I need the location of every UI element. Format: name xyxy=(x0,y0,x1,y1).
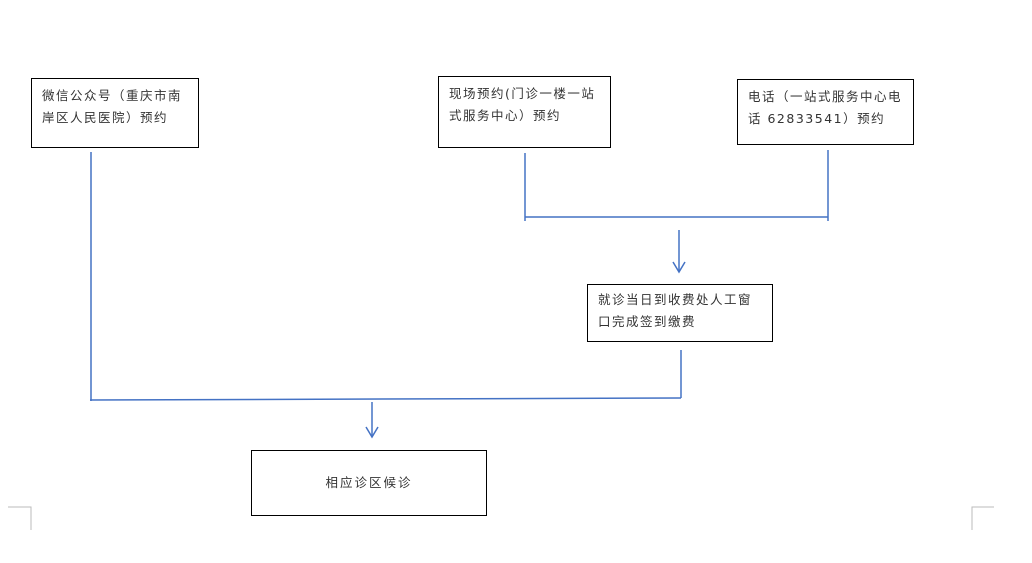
node-checkin-payment: 就诊当日到收费处人工窗口完成签到缴费 xyxy=(587,284,773,342)
node-wait-text: 相应诊区候诊 xyxy=(325,475,413,490)
node-phone-text: 电话（一站式服务中心电话 62833541）预约 xyxy=(748,89,903,126)
arrow-to-checkin-head xyxy=(672,261,686,274)
node-onsite-text: 现场预约(门诊一楼一站式服务中心）预约 xyxy=(449,86,596,123)
node-phone-appointment: 电话（一站式服务中心电话 62833541）预约 xyxy=(737,79,914,145)
page-corner-mark-left xyxy=(8,506,32,530)
node-wechat-text: 微信公众号（重庆市南岸区人民医院）预约 xyxy=(42,88,183,125)
page-corner-mark-right xyxy=(971,506,994,530)
node-wechat-appointment: 微信公众号（重庆市南岸区人民医院）预约 xyxy=(31,78,199,148)
arrow-to-wait-head xyxy=(365,426,379,439)
node-checkin-text: 就诊当日到收费处人工窗口完成签到缴费 xyxy=(598,292,753,329)
line-merge-bottom xyxy=(89,397,682,401)
node-wait-area: 相应诊区候诊 xyxy=(251,450,487,516)
node-onsite-appointment: 现场预约(门诊一楼一站式服务中心）预约 xyxy=(438,76,611,148)
